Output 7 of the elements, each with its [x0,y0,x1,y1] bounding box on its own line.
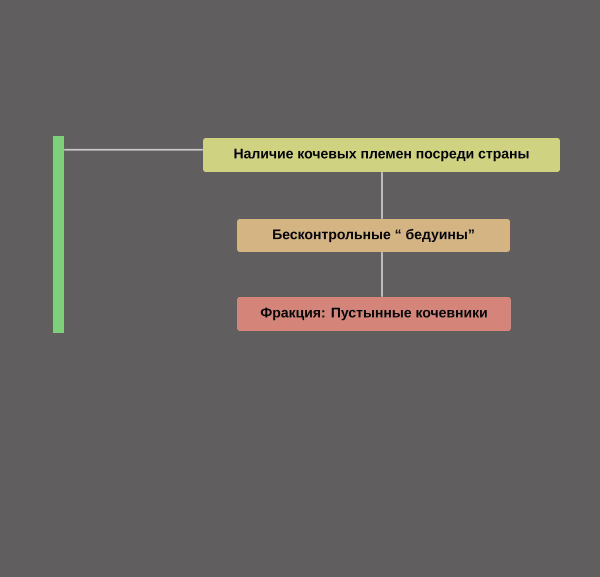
connector-line [381,252,383,297]
connector-line [381,172,383,219]
vertical-bar [53,136,64,333]
connector-line [64,148,203,151]
text-box: Наличие кочевых племен посреди страны [203,138,560,172]
text-box: Бесконтрольные “ бедуины” [237,218,510,252]
text-box: Фракция: Пустынные кочевники [237,296,511,331]
